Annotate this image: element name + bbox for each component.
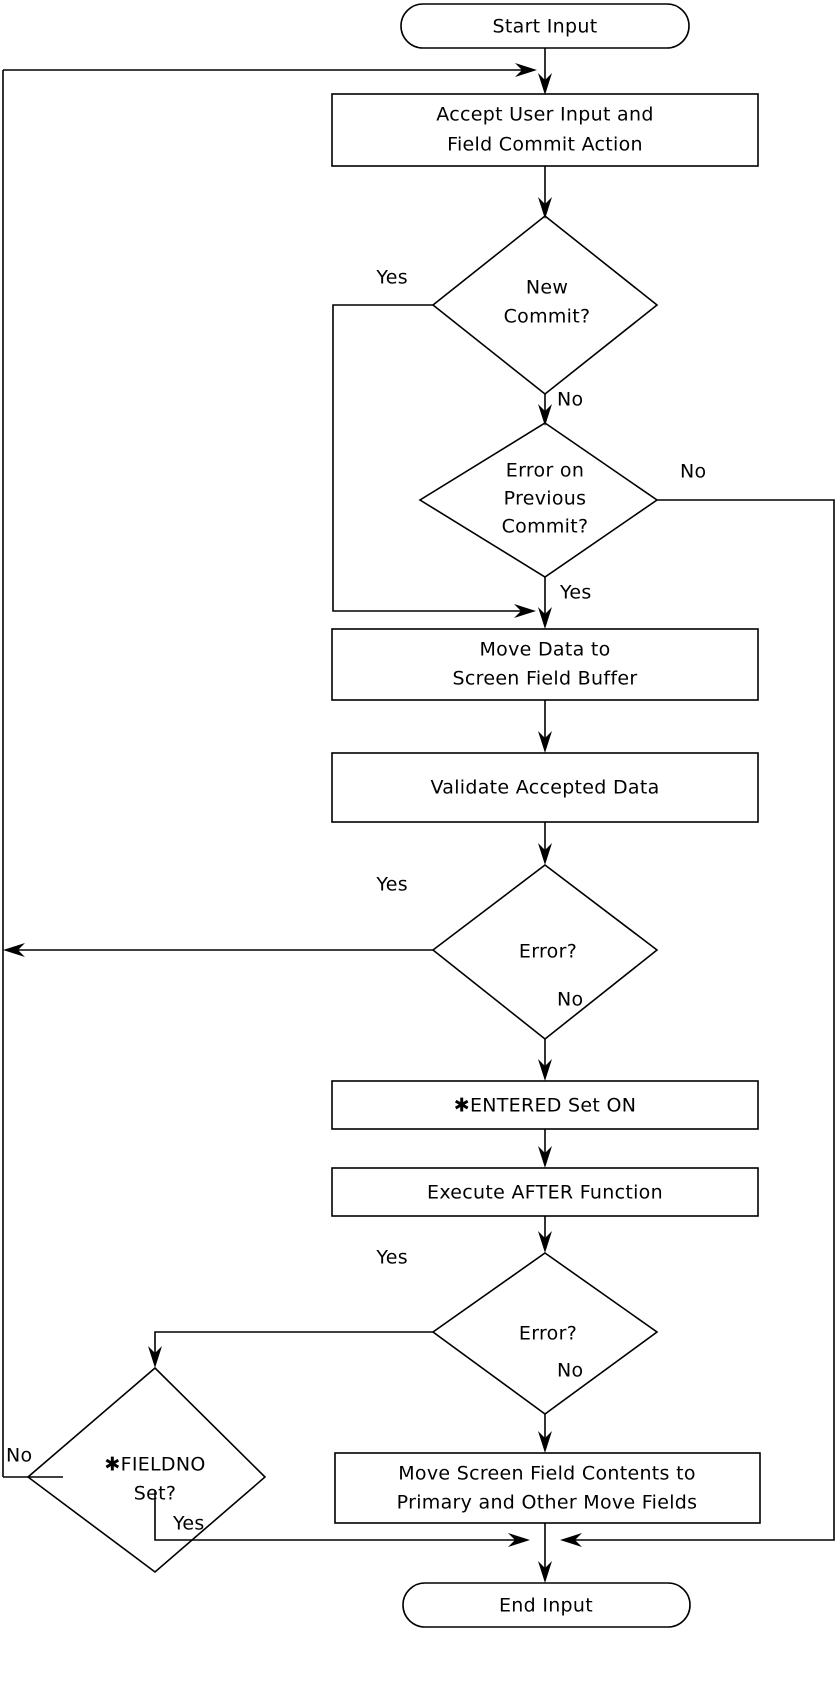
node-movedata-line2: Screen Field Buffer	[453, 668, 638, 690]
node-new-commit-decision: New Commit?	[431, 214, 659, 396]
node-error-previous-commit-decision: Error on Previous Commit?	[418, 422, 659, 578]
edge-label-fieldno-no: No	[6, 1445, 32, 1467]
node-accept-user-input: Accept User Input and Field Commit Actio…	[331, 93, 759, 167]
node-validate-label: Validate Accepted Data	[430, 777, 659, 799]
edge-label-newcommit-no: No	[557, 389, 583, 411]
node-move-data-buffer: Move Data to Screen Field Buffer	[331, 628, 759, 701]
arrow-movescreen-end	[538, 1561, 552, 1583]
node-errprev-line2: Previous	[504, 488, 587, 510]
edge-label-newcommit-yes: Yes	[375, 267, 408, 289]
node-entered-label: ✱ENTERED Set ON	[454, 1095, 637, 1117]
node-accept-line1: Accept User Input and	[436, 104, 653, 126]
arrow-errprev-no	[560, 1533, 582, 1547]
node-accept-line2: Field Commit Action	[447, 134, 643, 156]
arrow-movedata-validate	[538, 731, 552, 753]
node-error-1-decision: Error?	[431, 863, 659, 1041]
arrow-loop-left-top	[515, 63, 537, 77]
node-end: End Input	[402, 1582, 691, 1628]
edge-label-fieldno-yes: Yes	[172, 1513, 205, 1535]
node-error1-label: Error?	[519, 941, 577, 963]
node-entered-set-on: ✱ENTERED Set ON	[331, 1080, 759, 1130]
node-fieldno-set-decision: ✱FIELDNO Set?	[26, 1366, 267, 1574]
arrow-errprev-yes	[538, 607, 552, 629]
edge-label-error1-yes: Yes	[375, 874, 408, 896]
node-movescreen-line2: Primary and Other Move Fields	[397, 1492, 698, 1514]
node-error-2-decision: Error?	[431, 1252, 659, 1415]
edge-label-error2-no: No	[557, 1360, 583, 1382]
arrow-after-error2	[538, 1231, 552, 1253]
arrow-error1-yes	[3, 943, 25, 957]
node-execute-after-function: Execute AFTER Function	[331, 1167, 759, 1217]
arrow-error1-no	[538, 1059, 552, 1081]
arrow-start-accept	[538, 73, 552, 95]
conn-newcommit-yes	[332, 304, 533, 612]
conn-fieldno-yes	[154, 1490, 527, 1541]
node-errprev-line1: Error on	[506, 460, 584, 482]
node-movedata-line1: Move Data to	[479, 639, 610, 661]
node-end-label: End Input	[499, 1595, 593, 1617]
node-fieldno-line2: Set?	[134, 1483, 176, 1505]
arrow-error2-yes	[148, 1346, 162, 1368]
conn-error2-yes	[154, 1331, 433, 1365]
edge-label-errprev-no: No	[680, 461, 706, 483]
arrow-newcommit-no	[538, 404, 552, 426]
node-newcommit-line1: New	[526, 277, 568, 299]
node-start: Start Input	[400, 3, 690, 49]
node-fieldno-line1: ✱FIELDNO	[104, 1454, 205, 1476]
node-newcommit-line2: Commit?	[504, 306, 591, 328]
node-start-label: Start Input	[493, 16, 598, 38]
edge-label-error1-no: No	[557, 989, 583, 1011]
arrow-fieldno-yes	[508, 1533, 530, 1547]
arrow-validate-error1	[538, 843, 552, 865]
arrow-entered-after	[538, 1146, 552, 1168]
conn-errprev-no	[563, 499, 835, 1541]
node-after-label: Execute AFTER Function	[427, 1182, 663, 1204]
edge-label-error2-yes: Yes	[375, 1247, 408, 1269]
arrow-newcommit-yes	[514, 604, 536, 618]
node-error2-label: Error?	[519, 1323, 577, 1345]
arrow-accept-newcommit	[538, 197, 552, 219]
node-movescreen-line1: Move Screen Field Contents to	[398, 1463, 696, 1485]
arrow-error2-no	[538, 1431, 552, 1453]
node-errprev-line3: Commit?	[502, 516, 589, 538]
node-move-screen-field-contents: Move Screen Field Contents to Primary an…	[334, 1452, 761, 1524]
edge-label-errprev-yes: Yes	[559, 582, 592, 604]
node-validate-accepted-data: Validate Accepted Data	[331, 752, 759, 823]
